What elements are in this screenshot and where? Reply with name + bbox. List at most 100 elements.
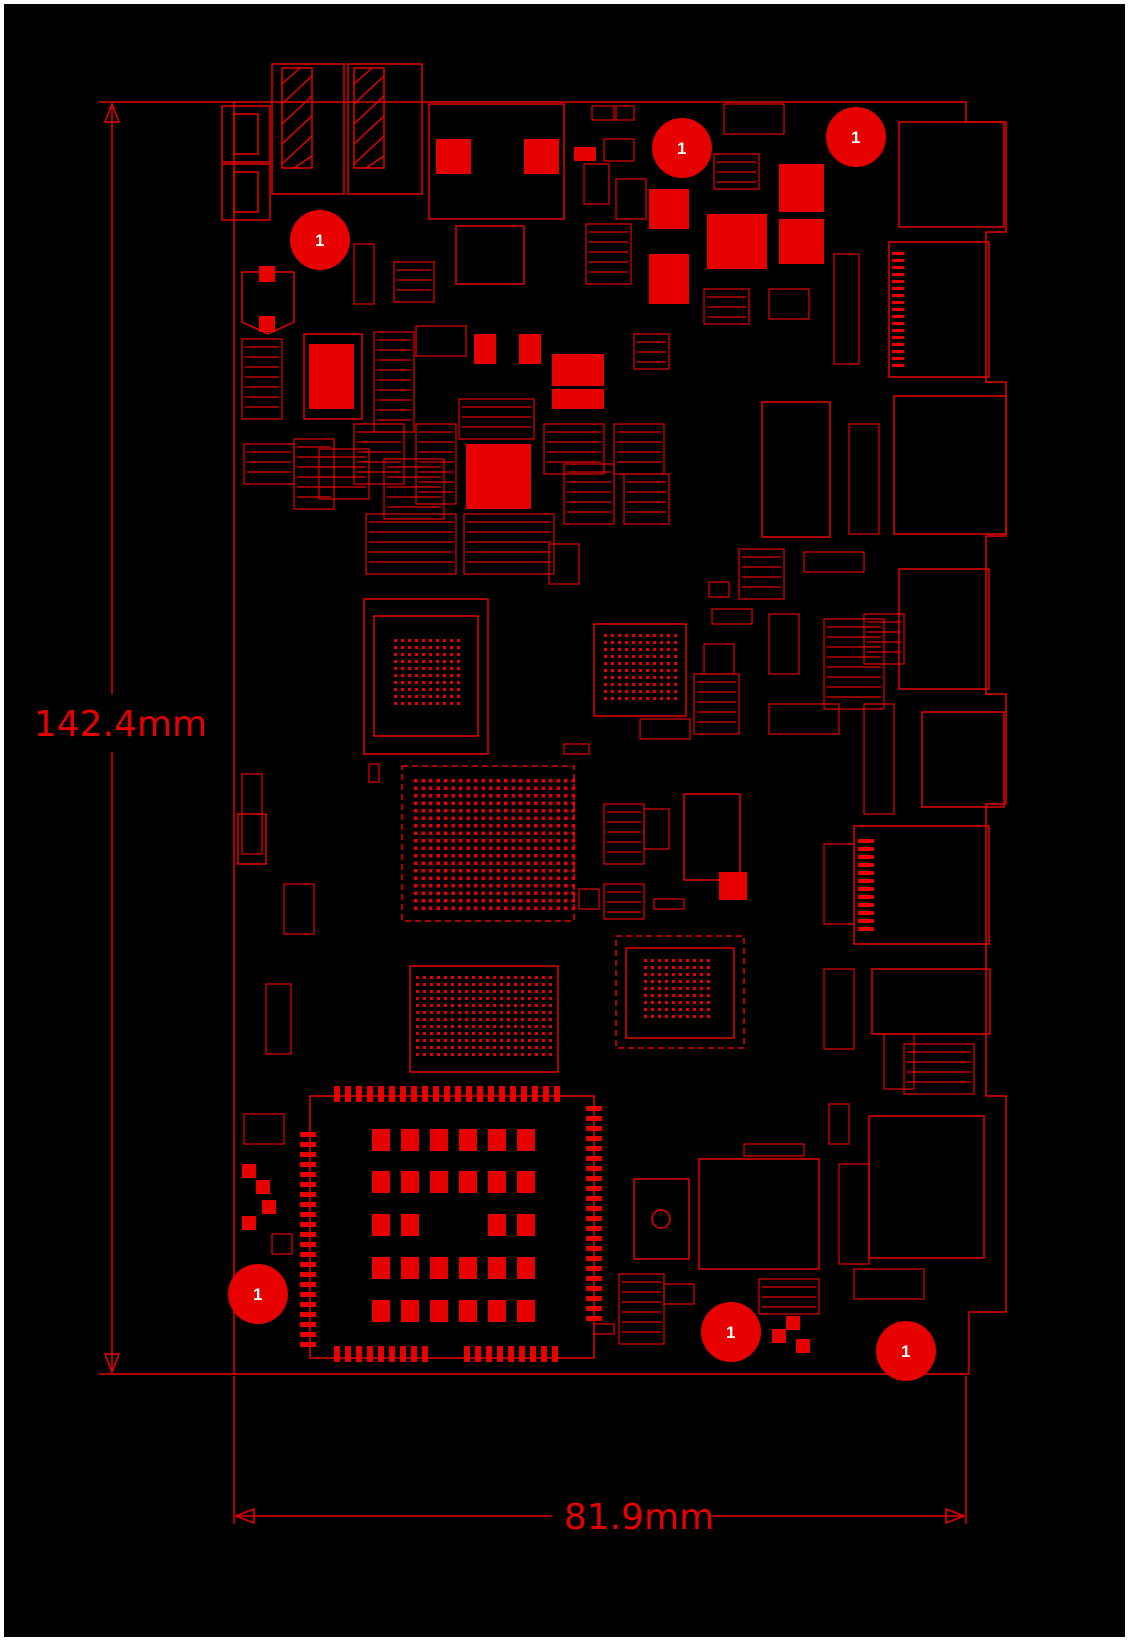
bga-ball — [416, 983, 419, 986]
bga-ball — [541, 801, 545, 805]
screw-terminal — [347, 63, 423, 195]
bga-ball — [644, 973, 647, 976]
bga-ball — [436, 816, 440, 820]
bga-ball — [526, 899, 530, 903]
emmc-chip — [615, 935, 745, 1049]
bga-ball — [489, 831, 493, 835]
bga-ball — [489, 876, 493, 880]
bga-ball — [549, 1039, 552, 1042]
bga-ball — [436, 884, 440, 888]
pad — [474, 334, 496, 364]
bga-ball — [700, 973, 703, 976]
bga-ball — [394, 688, 397, 691]
bga-ball — [474, 884, 478, 888]
bga-ball — [423, 1046, 426, 1049]
bga-ball — [444, 891, 448, 895]
edge-pin — [378, 1086, 384, 1102]
bga-ball — [660, 662, 663, 665]
bga-ball — [667, 697, 670, 700]
bga-ball — [430, 1046, 433, 1049]
bga-ball — [658, 1008, 661, 1011]
bga-ball — [646, 648, 649, 651]
bga-ball — [514, 1039, 517, 1042]
bga-ball — [651, 994, 654, 997]
bga-ball — [415, 688, 418, 691]
button — [633, 1178, 690, 1260]
pad — [719, 872, 747, 900]
connector-pin — [892, 273, 904, 276]
bga-ball — [414, 839, 418, 843]
bga-ball — [535, 1039, 538, 1042]
bga-ball — [451, 884, 455, 888]
bga-ball — [429, 891, 433, 895]
module-pad — [517, 1257, 535, 1279]
pad — [309, 344, 354, 409]
bga-ball — [541, 869, 545, 873]
bga-ball — [436, 702, 439, 705]
bga-ball — [625, 648, 628, 651]
bga-ball — [436, 831, 440, 835]
bga-ball — [571, 839, 575, 843]
bga-ball — [644, 1015, 647, 1018]
bga-ball — [651, 980, 654, 983]
bga-ball — [444, 824, 448, 828]
module-pad — [488, 1214, 506, 1236]
edge-pin — [300, 1292, 316, 1297]
bga-ball — [457, 660, 460, 663]
bga-ball — [451, 997, 454, 1000]
bga-ball — [646, 683, 649, 686]
bga-ball — [444, 801, 448, 805]
bga-ball — [564, 824, 568, 828]
bga-ball — [700, 1015, 703, 1018]
bga-ball — [514, 1025, 517, 1028]
bga-ball — [679, 994, 682, 997]
bga-ball — [444, 816, 448, 820]
bga-ball — [526, 786, 530, 790]
bga-ball — [618, 697, 621, 700]
bga-ball — [496, 801, 500, 805]
smd-part — [823, 843, 855, 925]
bga-ball — [660, 690, 663, 693]
connector-pin — [892, 329, 904, 332]
bga-ball — [534, 906, 538, 910]
bga-ball — [423, 1018, 426, 1021]
bga-ball — [459, 861, 463, 865]
bga-ball — [700, 987, 703, 990]
bga-ball — [443, 688, 446, 691]
bga-ball — [466, 839, 470, 843]
bga-ball — [707, 1015, 710, 1018]
bga-ball — [465, 1046, 468, 1049]
bga-ball — [416, 1032, 419, 1035]
bga-ball — [511, 906, 515, 910]
bga-ball — [504, 794, 508, 798]
bga-ball — [444, 983, 447, 986]
module-pad — [430, 1171, 448, 1193]
bga-ball — [549, 824, 553, 828]
bga-ball — [686, 973, 689, 976]
bga-ball — [459, 854, 463, 858]
bga-ball — [707, 994, 710, 997]
bga-ball — [481, 816, 485, 820]
terminal-block-inner — [233, 113, 259, 155]
bga-ball — [644, 959, 647, 962]
connector-pin — [892, 301, 904, 304]
bga-ball — [611, 634, 614, 637]
edge-pin — [508, 1346, 514, 1362]
bga-ball — [534, 899, 538, 903]
bga-ball — [465, 1039, 468, 1042]
bga-ball — [451, 816, 455, 820]
bga-ball — [496, 869, 500, 873]
bga-ball — [511, 839, 515, 843]
bga-ball — [496, 861, 500, 865]
bga-ball — [651, 1015, 654, 1018]
bga-ball — [459, 779, 463, 783]
bga-ball — [414, 876, 418, 880]
edge-pin — [586, 1156, 602, 1161]
bga-ball — [534, 801, 538, 805]
bga-ball — [472, 983, 475, 986]
bga-ball — [489, 884, 493, 888]
bga-ball — [519, 786, 523, 790]
bga-ball — [437, 1046, 440, 1049]
bga-ball — [549, 779, 553, 783]
pad — [262, 1200, 276, 1214]
